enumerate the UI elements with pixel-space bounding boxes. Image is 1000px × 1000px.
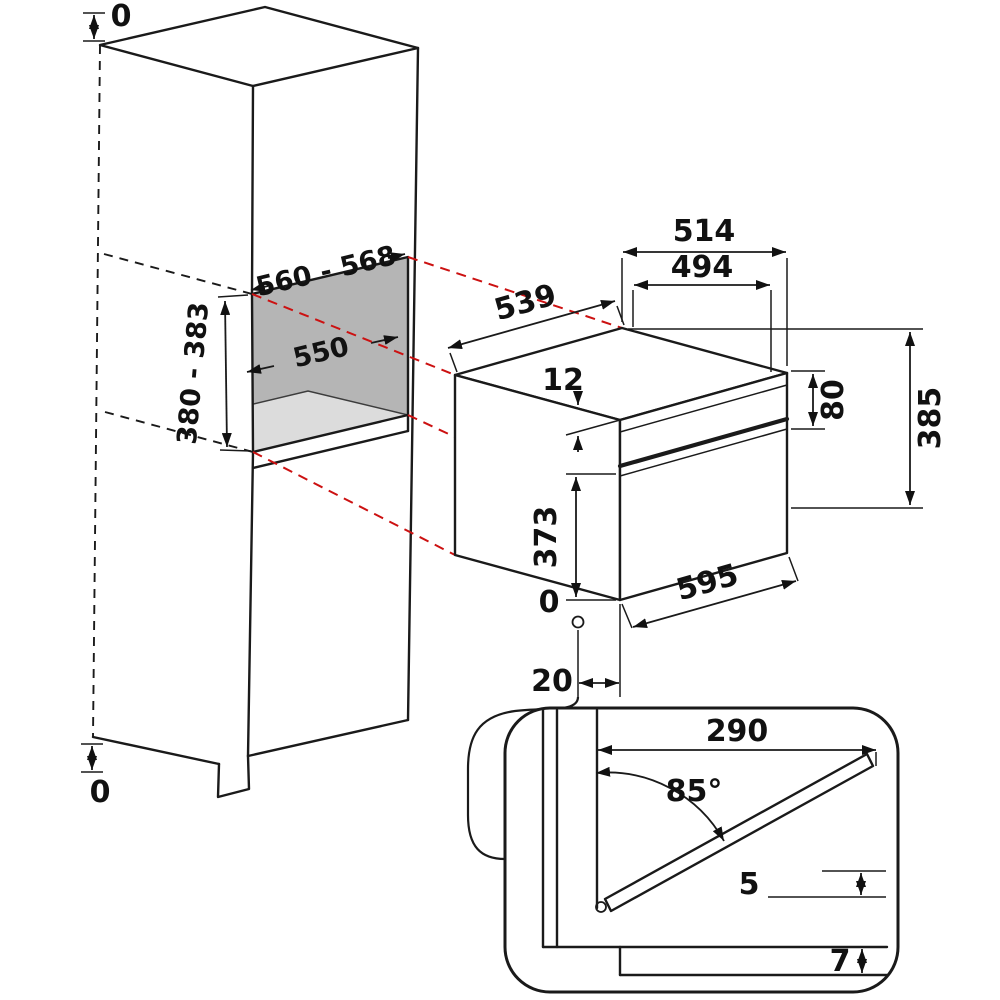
bottom-clearance-label: 7	[830, 944, 851, 979]
dim-line	[447, 299, 616, 350]
angle-arc	[595, 766, 725, 842]
dim-line	[632, 579, 797, 629]
cabinet	[91, 5, 420, 799]
hinge-pivot	[595, 901, 607, 913]
door-height-label: 373	[529, 506, 564, 569]
cabinet-right-edge	[406, 46, 420, 722]
ext-line	[616, 305, 625, 326]
arrow-line	[246, 364, 275, 374]
ext-line	[219, 449, 252, 452]
arrow-line	[387, 252, 406, 263]
ext-line	[217, 294, 249, 298]
total-height-label: 385	[913, 387, 948, 450]
dim-line	[220, 300, 232, 448]
niche-height-label: 380 - 383	[172, 301, 215, 446]
door-top-edge	[619, 428, 788, 477]
panel-height-label: 80	[816, 379, 851, 421]
door-handle-groove	[617, 416, 790, 469]
depth-body-label: 494	[671, 250, 734, 285]
cabinet-front-corner-edge-lower	[246, 450, 255, 758]
ext-line	[449, 352, 458, 373]
niche-front-panel-lower-edge	[251, 429, 410, 470]
ext-line	[788, 556, 799, 582]
opening-angle-label: 85°	[666, 774, 723, 809]
floor-ref-label: 0	[539, 585, 560, 620]
open-door	[603, 752, 875, 913]
gap-label: 5	[739, 867, 760, 902]
ext-line	[621, 603, 633, 629]
appliance-dimensions: 514 494 539 12 373 80 385 595 0 20	[447, 214, 948, 699]
front-edge-extension	[565, 419, 621, 436]
control-panel-seam	[619, 384, 788, 433]
door-pivot-marker	[571, 615, 585, 629]
detail-view: 85° 290 5 7	[503, 706, 900, 994]
projection-bottom-right	[407, 414, 456, 438]
clearance-bottom-label: 0	[90, 775, 111, 810]
clearance-top-label: 0	[111, 0, 132, 34]
front-offset-label: 20	[531, 664, 573, 699]
cabinet-top-face	[98, 5, 420, 88]
projection-bottom-left	[252, 451, 456, 556]
top-depth-label: 539	[491, 278, 561, 329]
cabinet-bottom-left-edge	[91, 735, 221, 766]
cabinet-plinth	[216, 754, 251, 799]
door-projection-label: 290	[706, 714, 769, 749]
projection-top-left	[251, 293, 456, 376]
arrow-line	[370, 335, 399, 345]
arrow-line	[250, 281, 269, 292]
cabinet-left-hidden-edge	[92, 44, 101, 738]
niche-top-hidden-line	[103, 253, 253, 295]
cabinet-bottom-right-edge	[246, 718, 410, 758]
depth-with-door-label: 514	[673, 214, 736, 249]
cabinet-front-corner-edge-upper	[250, 84, 255, 296]
